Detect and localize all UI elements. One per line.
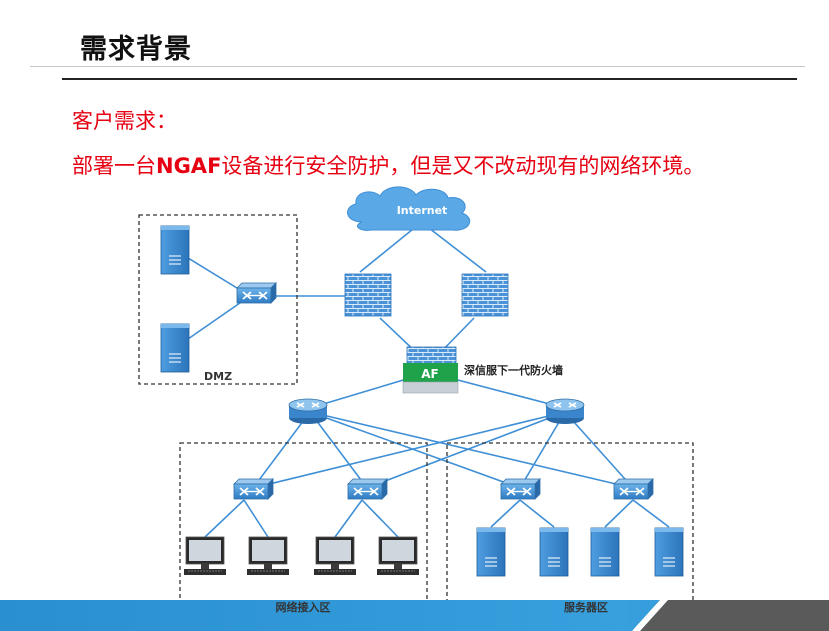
requirement-prefix: 部署一台 (72, 154, 156, 178)
firewall-icon (461, 273, 509, 317)
link-core2-server-sw1 (519, 411, 566, 489)
af-device-icon (402, 346, 459, 394)
title-divider-thin (30, 66, 805, 67)
switch-icon (545, 398, 585, 425)
requirement-label: 客户需求： (72, 109, 177, 133)
firewall-icon (344, 273, 392, 317)
server-icon (590, 527, 620, 577)
pc-icon (183, 536, 227, 576)
link-core1-server-sw1 (309, 411, 521, 489)
footer-band (0, 600, 829, 631)
requirement-product: NGAF (156, 154, 222, 178)
requirement-text: 部署一台NGAF设备进行安全防护，但是又不改动现有的网络环境。 (72, 150, 704, 180)
link-core1-access2 (309, 411, 368, 489)
link-firewall2-internet (424, 224, 487, 273)
dmz-zone (138, 214, 298, 385)
server-icon (160, 225, 190, 275)
server-icon (160, 323, 190, 373)
switch-icon (347, 478, 388, 500)
link-core2-server-sw2 (564, 411, 634, 489)
firewall-product-label: 深信服下一代防火墙 (464, 363, 563, 377)
internet-label: Internet (397, 204, 448, 217)
switch-icon (236, 282, 277, 304)
server-icon (476, 527, 506, 577)
pc-icon (376, 536, 420, 576)
link-af-core2 (449, 377, 566, 409)
af-label: AF (421, 367, 438, 381)
server-icon (539, 527, 569, 577)
switch-icon (613, 478, 654, 500)
connection-lines (174, 224, 670, 538)
access-zone-label: 网络接入区 (276, 600, 331, 614)
switch-icon (233, 478, 274, 500)
server-zone-label: 服务器区 (564, 600, 608, 614)
requirement-suffix: 设备进行安全防护，但是又不改动现有的网络环境。 (221, 154, 705, 178)
link-core2-access2 (366, 411, 566, 489)
link-firewall1-internet (359, 224, 419, 273)
page-title: 需求背景 (80, 34, 192, 65)
pc-icon (246, 536, 290, 576)
title-divider-thick (62, 78, 797, 80)
link-core2-access1 (252, 411, 566, 489)
link-core1-server-sw2 (309, 411, 634, 489)
pc-icon (313, 536, 357, 576)
link-af-core1 (309, 377, 411, 409)
server-icon (654, 527, 684, 577)
cloud-icon (347, 186, 471, 231)
switch-icon (500, 478, 541, 500)
switch-icon (288, 398, 328, 425)
link-core1-access1 (252, 411, 311, 489)
dmz-label: DMZ (204, 370, 232, 383)
